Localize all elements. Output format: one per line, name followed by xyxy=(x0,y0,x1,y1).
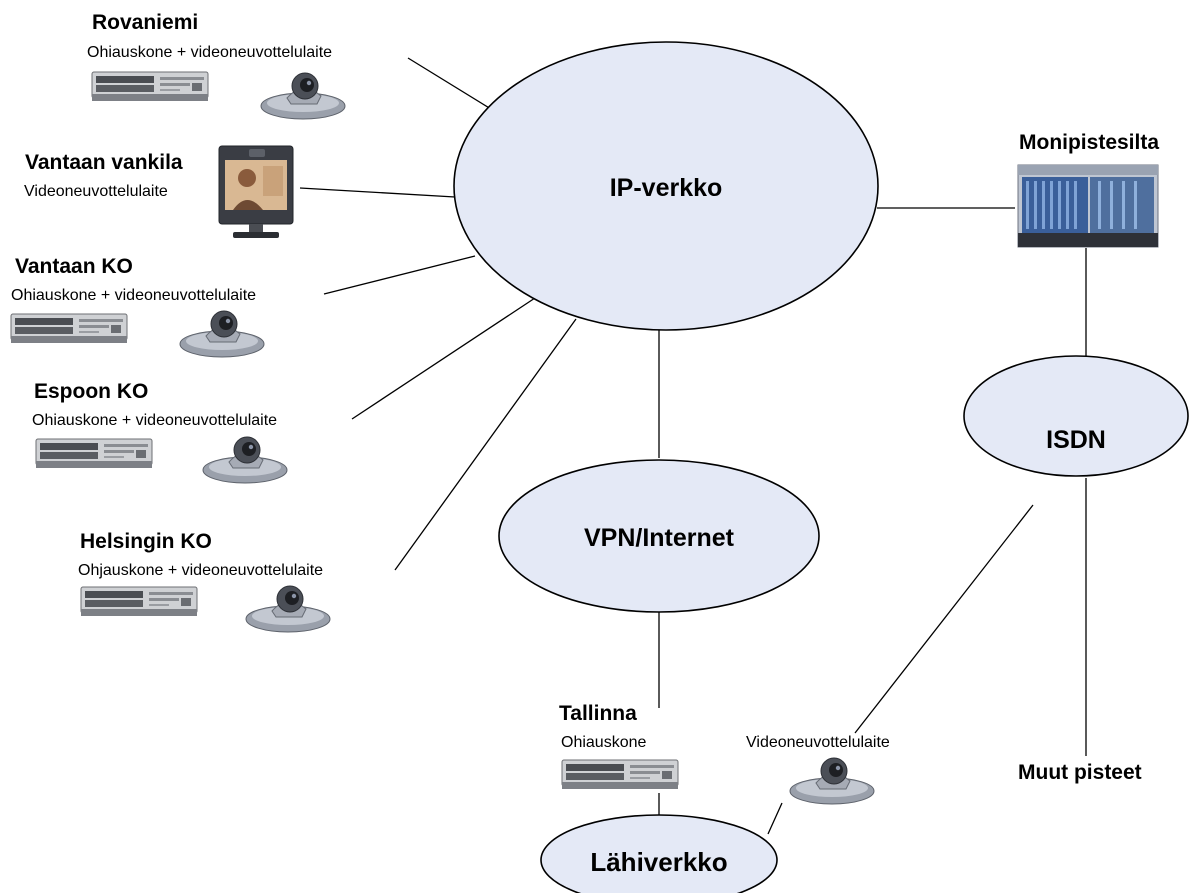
lan-network-label: Lähiverkko xyxy=(590,847,727,877)
rovaniemi-subtitle: Ohiauskone + videoneuvottelulaite xyxy=(87,44,332,61)
vpn-network-label: VPN/Internet xyxy=(584,524,735,552)
vantaan-ko-title: Vantaan KO xyxy=(15,255,133,278)
link-helsingin-ko xyxy=(394,318,577,571)
link-espoon-ko xyxy=(351,297,536,420)
computer-icon xyxy=(561,759,679,790)
ip-network-label: IP-verkko xyxy=(610,174,723,202)
tallinna-subtitle: Ohiauskone xyxy=(561,734,646,751)
video-camera-icon xyxy=(260,72,346,120)
helsingin-ko-title: Helsingin KO xyxy=(80,530,212,553)
video-camera-icon xyxy=(202,436,288,484)
link-isdn-video xyxy=(854,504,1034,734)
monipistesilta-title: Monipistesilta xyxy=(1019,131,1159,154)
computer-icon xyxy=(80,586,198,617)
tallinna-video-label: Videoneuvottelulaite xyxy=(746,734,890,751)
vantaan-vankila-title: Vantaan vankila xyxy=(25,151,183,174)
muut-pisteet-title: Muut pisteet xyxy=(1018,761,1142,784)
isdn-network-label: ISDN xyxy=(1046,426,1106,454)
tallinna-title: Tallinna xyxy=(559,702,637,725)
link-camera-lan xyxy=(767,802,783,835)
rovaniemi-title: Rovaniemi xyxy=(92,11,198,34)
link-vankila xyxy=(299,187,456,198)
bridge-server-icon xyxy=(1017,164,1159,248)
lan-network-ellipse xyxy=(540,814,778,893)
isdn-network-ellipse xyxy=(963,355,1189,477)
helsingin-ko-subtitle: Ohjauskone + videoneuvottelulaite xyxy=(78,562,323,579)
vantaan-ko-subtitle: Ohiauskone + videoneuvottelulaite xyxy=(11,287,256,304)
video-camera-icon xyxy=(179,310,265,358)
espoon-ko-title: Espoon KO xyxy=(34,380,148,403)
link-vantaan-ko xyxy=(323,255,476,295)
computer-icon xyxy=(10,313,128,344)
vpn-network-ellipse xyxy=(498,459,820,613)
computer-icon xyxy=(35,438,153,469)
video-camera-icon xyxy=(789,757,875,805)
ip-network-ellipse xyxy=(453,41,879,331)
vantaan-vankila-subtitle: Videoneuvottelulaite xyxy=(24,183,168,200)
video-camera-icon xyxy=(245,585,331,633)
espoon-ko-subtitle: Ohiauskone + videoneuvottelulaite xyxy=(32,412,277,429)
video-terminal-icon xyxy=(218,145,294,238)
computer-icon xyxy=(91,71,209,102)
